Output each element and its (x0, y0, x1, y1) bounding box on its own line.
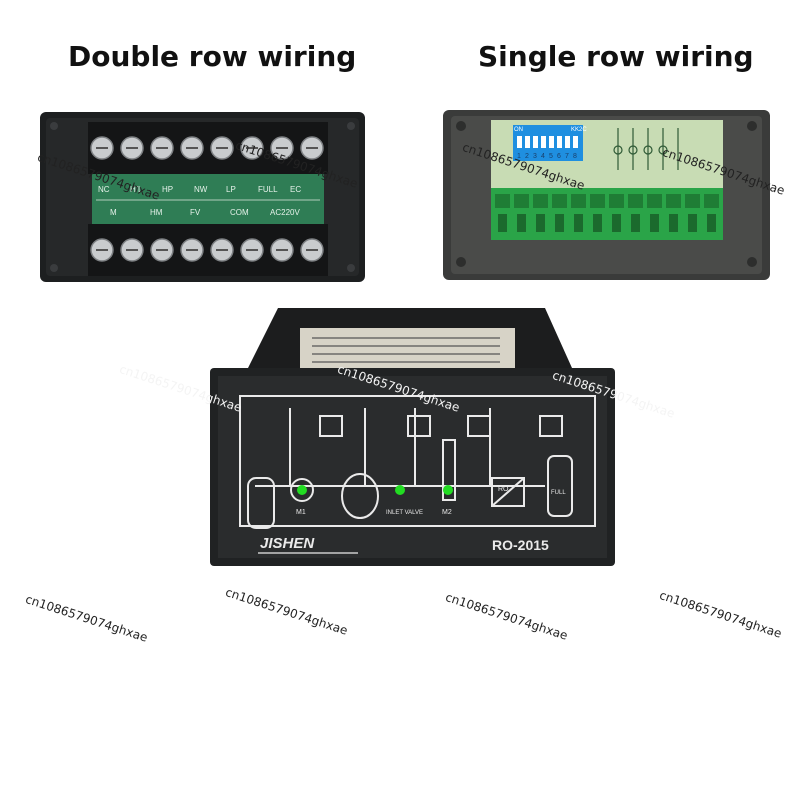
dip-number: 3 (533, 153, 537, 160)
brand-logo: JISHEN (260, 535, 315, 552)
green-terminal (647, 194, 662, 208)
pcb-terminal-label: H/L (130, 185, 143, 194)
green-terminal (666, 194, 681, 208)
green-terminal (609, 194, 624, 208)
terminal-slot (688, 214, 697, 232)
dip-switch (557, 136, 562, 148)
terminal-slot (498, 214, 507, 232)
dip-number: 4 (541, 153, 545, 160)
inlet-valve-label: INLET VALVE (386, 510, 423, 516)
dip-switch (541, 136, 546, 148)
green-terminal (590, 194, 605, 208)
m1-led (297, 485, 307, 495)
terminal-slot (650, 214, 659, 232)
pcb-terminal-label: FULL (258, 185, 278, 194)
terminal-slot (669, 214, 678, 232)
terminal-screw (300, 136, 324, 160)
model-label: RO-2015 (492, 537, 549, 553)
terminal-slot (536, 214, 545, 232)
terminal-screw (300, 238, 324, 262)
terminal-slot (631, 214, 640, 232)
terminal-screw (120, 136, 144, 160)
dip-code-label: KK2C (571, 127, 587, 133)
pcb-terminal-label: LP (226, 185, 236, 194)
terminal-screw (270, 238, 294, 262)
watermark: cn1086579074ghxae (443, 590, 570, 643)
dip-switch (573, 136, 578, 148)
ro-label: RO (498, 486, 509, 493)
terminal-screw (150, 136, 174, 160)
pcb-terminal-label: HP (162, 185, 173, 194)
pcb-terminal-label: FV (190, 208, 201, 217)
green-terminal (533, 194, 548, 208)
double-row-heading: Double row wiring (68, 40, 357, 73)
pcb-terminal-label: M (110, 208, 117, 217)
watermark: cn1086579074ghxae (657, 588, 784, 641)
dip-switch (565, 136, 570, 148)
m1-label: M1 (296, 509, 306, 516)
pcb-terminal-label: NW (194, 185, 208, 194)
terminal-screw (210, 238, 234, 262)
dip-switch (533, 136, 538, 148)
dip-switch (549, 136, 554, 148)
m2-label: M2 (442, 509, 452, 516)
green-terminal (495, 194, 510, 208)
dip-number: 8 (573, 153, 577, 160)
green-terminal (628, 194, 643, 208)
dip-number: 7 (565, 153, 569, 160)
ro-controller-panel: M1 INLET VALVE M2 RO FULL JISHEN RO-2015 (210, 308, 615, 566)
terminal-screw (240, 136, 264, 160)
terminal-screw (180, 136, 204, 160)
terminal-screw (210, 136, 234, 160)
dip-number: 6 (557, 153, 561, 160)
dip-on-label: ON (514, 127, 523, 133)
terminal-screw (90, 136, 114, 160)
terminal-screw (150, 238, 174, 262)
terminal-slot (707, 214, 716, 232)
m2-led (443, 485, 453, 495)
terminal-slot (574, 214, 583, 232)
dip-number: 2 (525, 153, 529, 160)
dip-switch (517, 136, 522, 148)
dip-number: 5 (549, 153, 553, 160)
single-row-heading: Single row wiring (478, 40, 754, 73)
terminal-screw (120, 238, 144, 262)
dip-switch (525, 136, 530, 148)
terminal-screw (90, 238, 114, 262)
double-row-terminal-panel: NC H/L HP NW LP FULL EC M HM FV COM AC220V (40, 112, 365, 282)
watermark: cn1086579074ghxae (223, 585, 350, 638)
full-label: FULL (551, 490, 566, 496)
green-terminal (704, 194, 719, 208)
green-terminal (685, 194, 700, 208)
terminal-screw (240, 238, 264, 262)
green-terminal (514, 194, 529, 208)
pcb-terminal-label: HM (150, 208, 163, 217)
inlet-valve-led (395, 485, 405, 495)
pcb-terminal-label: COM (230, 208, 249, 217)
dip-number: 1 (517, 153, 521, 160)
terminal-slot (517, 214, 526, 232)
pcb-terminal-label: NC (98, 185, 110, 194)
green-terminal (571, 194, 586, 208)
terminal-screw (270, 136, 294, 160)
terminal-slot (555, 214, 564, 232)
pcb-terminal-label: EC (290, 185, 301, 194)
pcb-terminal-label: AC220V (270, 208, 300, 217)
terminal-screw (180, 238, 204, 262)
terminal-slot (612, 214, 621, 232)
watermark: cn1086579074ghxae (23, 592, 150, 645)
terminal-slot (593, 214, 602, 232)
green-terminal (552, 194, 567, 208)
